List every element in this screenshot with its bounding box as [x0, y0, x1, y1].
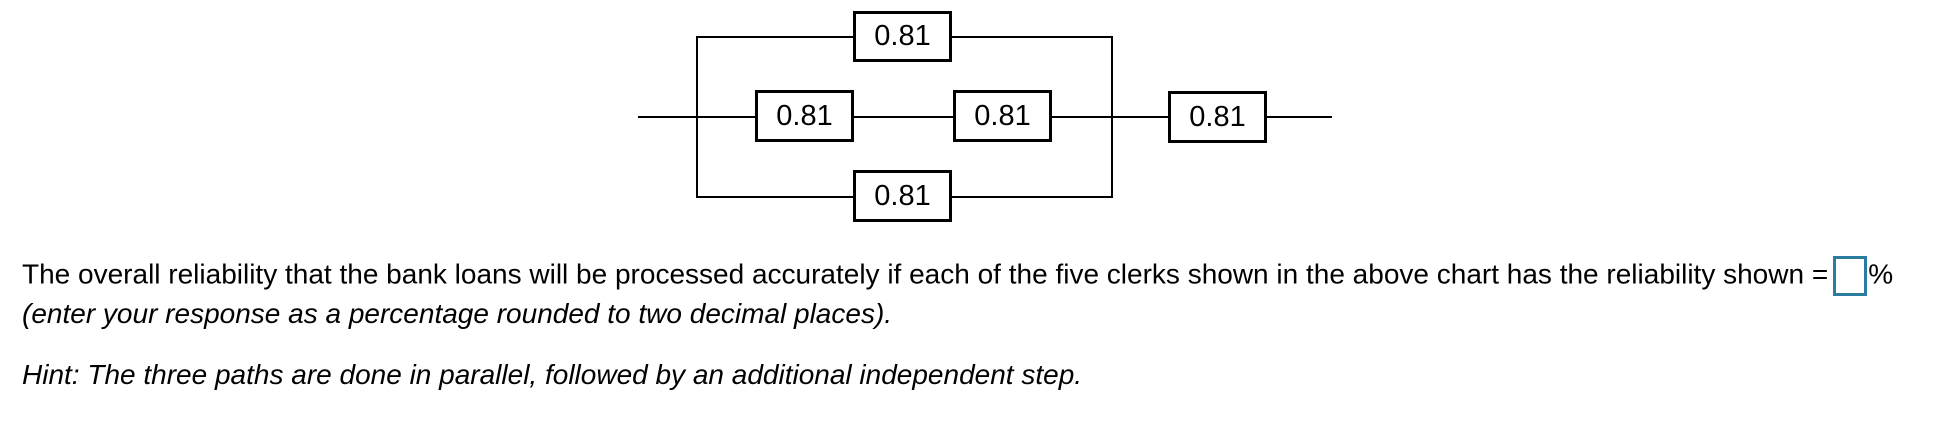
question-area: The overall reliability that the bank lo…: [22, 256, 1920, 393]
reliability-block-top: 0.81: [853, 11, 952, 62]
reliability-block-middle-left: 0.81: [755, 90, 854, 142]
connector-input-line: [638, 116, 698, 118]
percent-sign: %: [1868, 258, 1894, 290]
connector-series-left: [1112, 116, 1168, 118]
connector-top-right: [952, 36, 1112, 38]
connector-bottom-left: [697, 196, 853, 198]
connector-mid-2: [852, 116, 953, 118]
hint-text: Hint: The three paths are done in parall…: [22, 359, 1083, 390]
connector-bottom-right: [952, 196, 1112, 198]
reliability-value: 0.81: [874, 179, 931, 212]
reliability-value: 0.81: [776, 99, 833, 132]
reliability-value: 0.81: [974, 99, 1031, 132]
reliability-block-series: 0.81: [1168, 91, 1267, 143]
reliability-block-middle-right: 0.81: [953, 90, 1052, 142]
reliability-block-bottom: 0.81: [853, 170, 952, 222]
connector-mid-3: [1052, 116, 1112, 118]
connector-top-left: [697, 36, 853, 38]
reliability-value: 0.81: [874, 20, 931, 52]
connector-output-line: [1267, 116, 1332, 118]
question-text-regular: The overall reliability that the bank lo…: [22, 258, 1829, 290]
reliability-value: 0.81: [1189, 100, 1246, 133]
answer-input[interactable]: [1833, 256, 1868, 296]
question-text: The overall reliability that the bank lo…: [22, 256, 1920, 332]
question-text-italic: (enter your response as a percentage rou…: [22, 298, 893, 329]
connector-mid-1: [697, 116, 755, 118]
reliability-diagram: 0.81 0.81 0.81 0.81 0.81: [638, 11, 1332, 222]
